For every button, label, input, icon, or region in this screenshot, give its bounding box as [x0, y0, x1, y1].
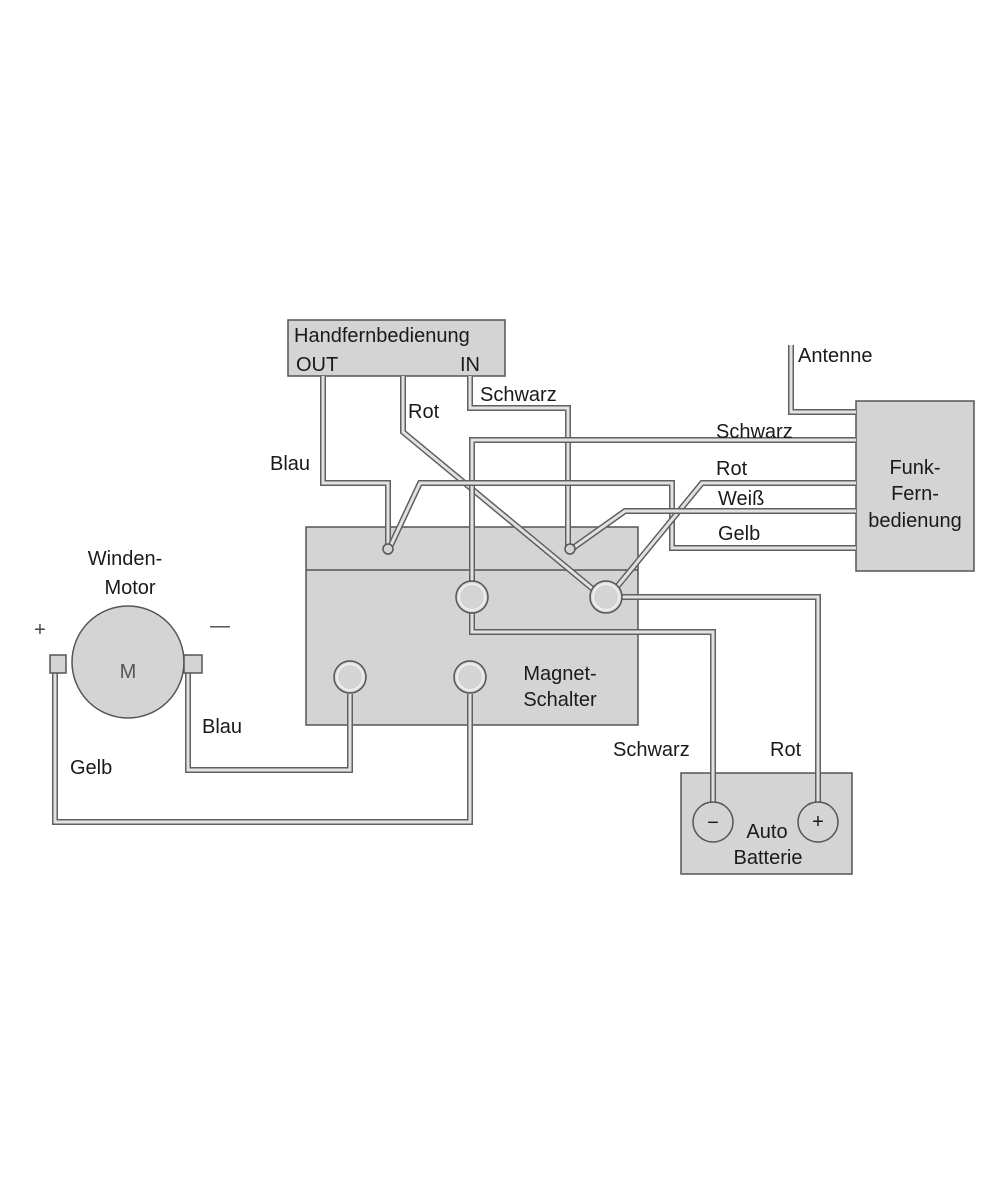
wire-rot-handheld: [400, 376, 596, 593]
solenoid-label-2: Schalter: [523, 689, 597, 711]
small-terminal: [564, 543, 576, 555]
wire-label-rot-top: Rot: [408, 401, 440, 423]
radio-remote-box: [855, 400, 975, 572]
wire-gelb-motor: [52, 672, 473, 825]
battery-label-1: Auto: [746, 821, 787, 843]
antenna-label: Antenne: [798, 345, 873, 367]
wire-rot-funk: [613, 480, 856, 590]
wire-label-weiss-funk: Weiß: [718, 488, 764, 510]
wire-label-schwarz-top: Schwarz: [480, 384, 557, 406]
wire-schwarz-handheld: [467, 376, 571, 546]
wire-antenna: [788, 345, 856, 415]
battery-positive-terminal: [797, 801, 839, 843]
motor-terminal-right: [183, 654, 203, 674]
out-label: OUT: [296, 354, 338, 376]
solenoid-label-1: Magnet-: [523, 663, 596, 685]
handheld-remote-box: [287, 319, 506, 377]
wire-label-schwarz-battery: Schwarz: [613, 739, 690, 761]
battery-minus-sign: −: [707, 812, 719, 834]
wire-label-blau-top: Blau: [270, 453, 310, 475]
large-terminal: [333, 660, 367, 694]
wires: [52, 345, 856, 825]
motor-label-2: Motor: [104, 577, 155, 599]
large-terminal: [453, 660, 487, 694]
wire-label-blau-motor: Blau: [202, 716, 242, 738]
large-terminal: [455, 580, 489, 614]
large-terminal: [589, 580, 623, 614]
solenoid-terminals: [333, 543, 623, 694]
wire-label-rot-battery: Rot: [770, 739, 802, 761]
battery-label-2: Batterie: [734, 847, 803, 869]
motor-minus-sign: —: [210, 615, 230, 637]
wire-rot-battery: [622, 594, 821, 802]
wire-label-gelb-funk: Gelb: [718, 523, 760, 545]
motor-terminal-left: [49, 654, 67, 674]
radio-remote-label-3: bedienung: [868, 510, 961, 532]
wire-blau-motor: [185, 672, 353, 773]
wire-label-gelb-motor: Gelb: [70, 757, 112, 779]
wire-label-rot-funk: Rot: [716, 458, 748, 480]
battery-plus-sign: +: [812, 811, 824, 833]
wire-blau-handheld: [320, 376, 391, 545]
wire-weiss-funk: [571, 508, 856, 551]
wire-label-schwarz-funk: Schwarz: [716, 421, 793, 443]
winch-motor: M: [49, 605, 203, 719]
handheld-remote-title: Handfernbedienung: [294, 325, 470, 347]
in-label: IN: [460, 354, 480, 376]
battery-negative-terminal: [692, 801, 734, 843]
radio-remote-label-1: Funk-: [889, 457, 940, 479]
wire-gelb-funk: [388, 480, 856, 551]
motor-plus-sign: +: [34, 619, 46, 641]
radio-remote-label-2: Fern-: [891, 483, 939, 505]
motor-label-1: Winden-: [88, 548, 162, 570]
wire-schwarz-funk: [469, 437, 856, 802]
small-terminal: [382, 543, 394, 555]
motor-symbol: M: [120, 661, 137, 683]
